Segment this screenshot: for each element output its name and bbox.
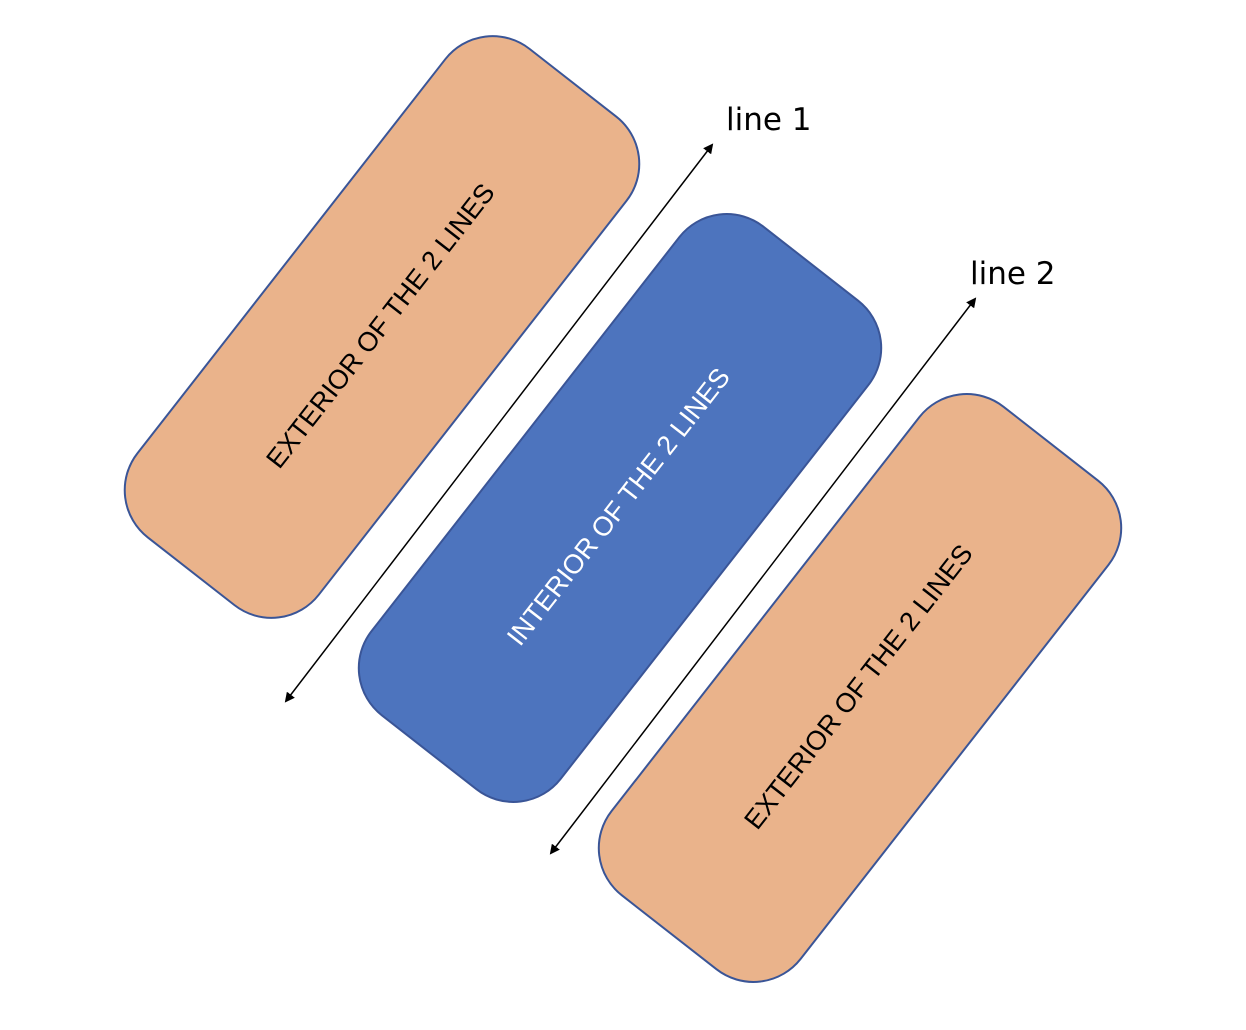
line-1-arrow — [284, 143, 714, 703]
line-1-label: line 1 — [726, 102, 812, 138]
line-2-arrow — [549, 297, 977, 855]
line-2-label: line 2 — [970, 256, 1056, 292]
